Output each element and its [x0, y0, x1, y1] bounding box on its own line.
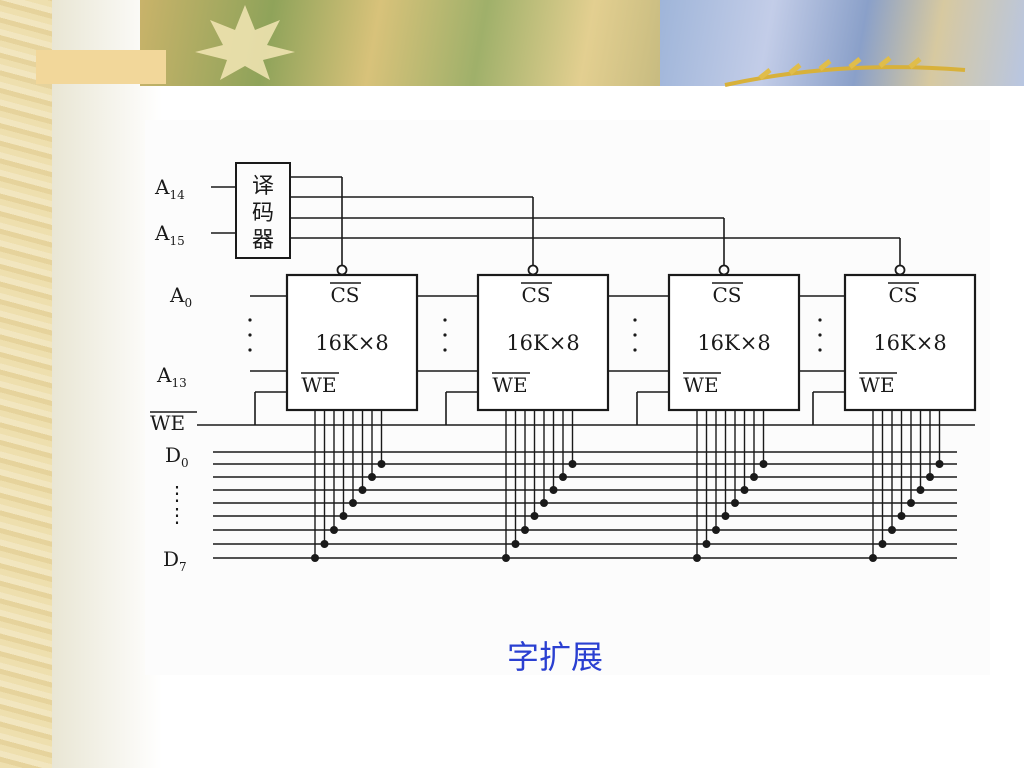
chip-size-label-4: 16K×8 — [873, 331, 946, 355]
data-junction-chip3-7 — [759, 460, 768, 468]
address-ellipsis-dot-1-2 — [248, 333, 252, 337]
chip-size-label-2: 16K×8 — [506, 331, 579, 355]
data-junction-chip4-1 — [878, 540, 887, 548]
memory-chip-1: CS 16K×8WE — [285, 264, 419, 412]
address-ellipsis-dot-1-3 — [248, 348, 252, 352]
chip-cs-label-2: CS — [521, 283, 550, 307]
chip-size-label-1: 16K×8 — [315, 331, 388, 355]
decoder-label-line-3: 器 — [252, 228, 274, 253]
data-junction-chip3-6 — [750, 473, 758, 481]
data-junction-chip3-4 — [731, 499, 739, 507]
data-junction-chip3-5 — [740, 486, 749, 494]
data-junction-chip3-0 — [693, 554, 701, 562]
cs-inversion-bubble-3 — [718, 264, 730, 276]
data-junction-chip3-3 — [721, 512, 730, 520]
data-junction-chip4-5 — [916, 486, 925, 494]
label-d0: D0 — [165, 443, 189, 470]
data-junction-chip1-6 — [368, 473, 376, 481]
chip-we-label-4: WE — [859, 373, 894, 397]
chip-size-label-3: 16K×8 — [697, 331, 770, 355]
address-ellipsis-dot-2-3 — [443, 348, 447, 352]
memory-chip-body-1 — [285, 273, 419, 412]
word-expansion-circuit-diagram: 译 码 器 A14 A15 A0 A13 WE D0 D7 ⋮ ⋮ CS 16K×… — [150, 162, 977, 574]
data-junction-chip4-6 — [926, 473, 934, 481]
address-ellipsis-dot-3-2 — [633, 333, 637, 337]
data-bus-ellipsis: ⋮ — [167, 481, 187, 505]
address-ellipsis-dot-4-3 — [818, 348, 822, 352]
data-junction-chip2-0 — [502, 554, 510, 562]
chip-we-label-2: WE — [492, 373, 527, 397]
decoder-box — [235, 162, 291, 259]
address-ellipsis-dot-2-1 — [443, 318, 447, 322]
cs-inversion-bubble-1 — [336, 264, 348, 276]
chip-cs-label-4: CS — [888, 283, 917, 307]
data-junction-chip4-7 — [935, 460, 944, 468]
address-ellipsis-dot-4-2 — [818, 333, 822, 337]
data-junction-chip2-5 — [549, 486, 558, 494]
data-junction-chip1-5 — [358, 486, 367, 494]
label-d7: D7 — [163, 547, 187, 574]
memory-chip-body-3 — [667, 273, 801, 412]
address-ellipsis-dot-2-2 — [443, 333, 447, 337]
label-we-bar: WE — [150, 411, 185, 435]
data-junction-chip1-3 — [339, 512, 348, 520]
parchment-left-border — [0, 0, 52, 768]
data-junction-chip2-6 — [559, 473, 567, 481]
address-ellipsis-dot-1-1 — [248, 318, 252, 322]
left-border-fade — [52, 0, 162, 768]
banner-orange-tab — [36, 50, 166, 84]
label-a0: A0 — [169, 283, 192, 310]
data-junction-chip2-3 — [530, 512, 539, 520]
diagram-caption: 字扩展 — [506, 638, 603, 676]
data-junction-chip3-1 — [702, 540, 711, 548]
data-junction-chip1-1 — [320, 540, 329, 548]
diagram-figure: 译 码 器 A14 A15 A0 A13 WE D0 D7 ⋮ ⋮ CS 16K×… — [145, 120, 990, 675]
data-junction-chip4-4 — [907, 499, 915, 507]
decoder-label-line-2: 码 — [252, 201, 274, 226]
decoder-label-line-1: 译 — [252, 174, 274, 199]
data-junction-chip3-2 — [712, 526, 720, 534]
label-a13: A13 — [156, 363, 187, 390]
chip-we-label-3: WE — [683, 373, 718, 397]
cs-inversion-bubble-2 — [527, 264, 539, 276]
chip-cs-label-3: CS — [712, 283, 741, 307]
memory-chip-body-4 — [843, 273, 977, 412]
data-junction-chip2-2 — [521, 526, 529, 534]
data-junction-chip1-0 — [311, 554, 319, 562]
chip-we-label-1: WE — [301, 373, 336, 397]
data-junction-chip1-2 — [330, 526, 338, 534]
wire-layer — [197, 176, 975, 562]
wheat-icon — [724, 56, 966, 87]
data-junction-chip2-1 — [511, 540, 520, 548]
address-ellipsis-dot-3-3 — [633, 348, 637, 352]
chip-cs-label-1: CS — [330, 283, 359, 307]
data-junction-chip2-7 — [568, 460, 577, 468]
maple-leaf-icon — [195, 5, 295, 80]
input-label-a14: A14 — [154, 175, 185, 202]
data-junction-chip1-7 — [377, 460, 386, 468]
data-bus-ellipsis-2: ⋮ — [167, 503, 187, 527]
memory-chip-4: CS 16K×8WE — [843, 264, 977, 412]
data-junction-chip4-2 — [888, 526, 896, 534]
memory-chip-2: CS 16K×8WE — [476, 264, 610, 412]
cs-inversion-bubble-4 — [894, 264, 906, 276]
memory-chip-body-2 — [476, 273, 610, 412]
data-junction-chip4-3 — [897, 512, 906, 520]
input-label-a15: A15 — [154, 221, 185, 248]
data-junction-chip1-4 — [349, 499, 357, 507]
data-junction-chip4-0 — [869, 554, 877, 562]
chip-layer: CS 16K×8WE CS 16K×8WE CS 16K×8WE CS 16K×8WE — [285, 264, 977, 412]
address-ellipsis-dot-4-1 — [818, 318, 822, 322]
memory-chip-3: CS 16K×8WE — [667, 264, 801, 412]
address-ellipsis-dot-3-1 — [633, 318, 637, 322]
data-junction-chip2-4 — [540, 499, 548, 507]
